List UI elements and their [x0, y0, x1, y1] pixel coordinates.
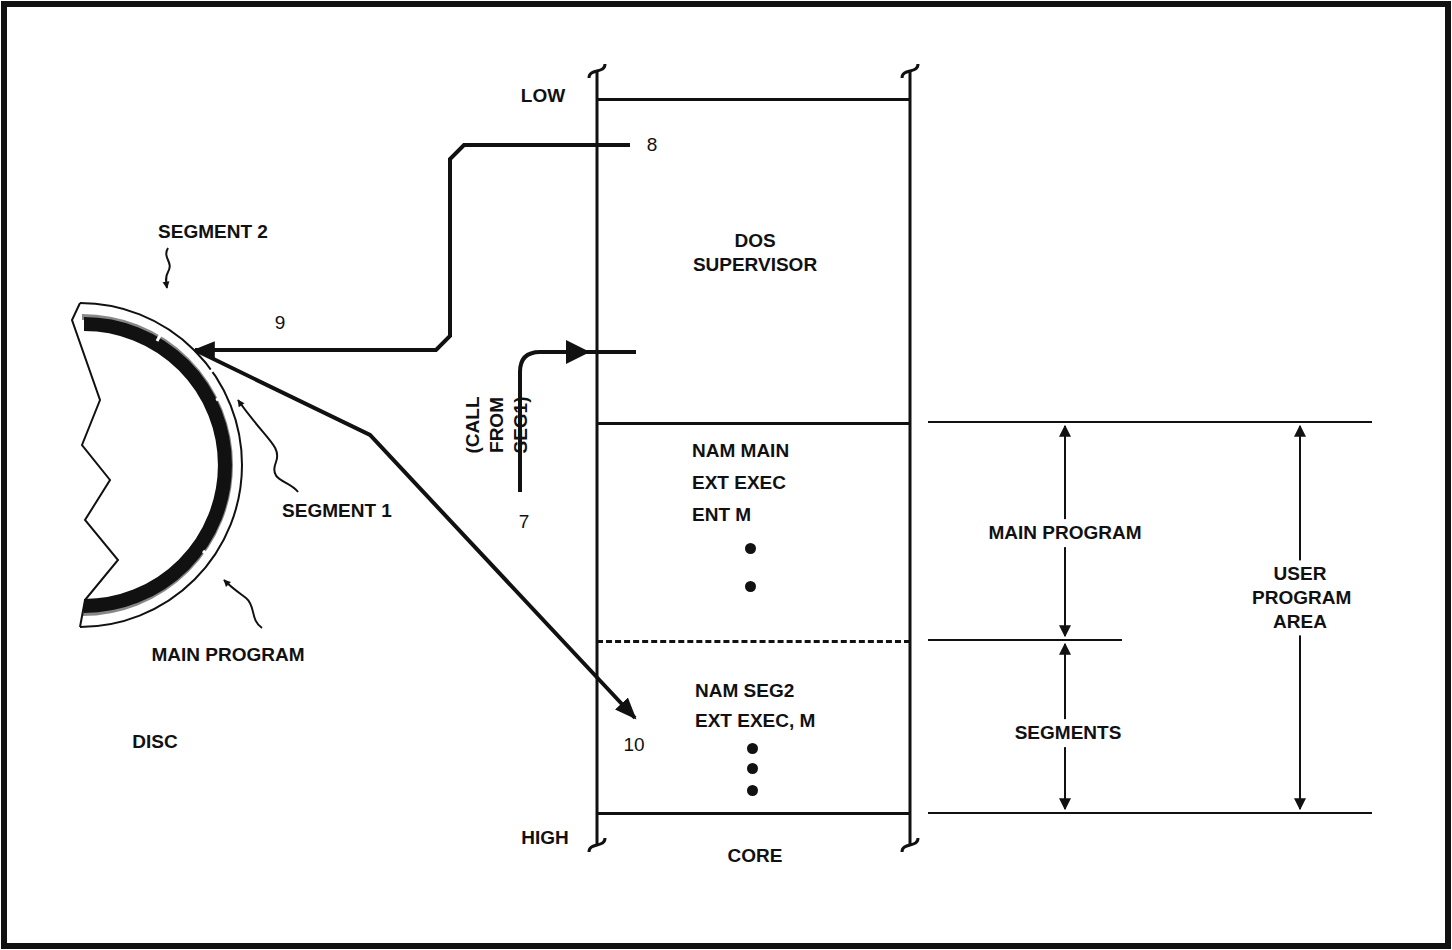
region-text: DOS SUPERVISOR	[685, 229, 825, 277]
part-label: MAIN PROGRAM	[984, 519, 1145, 547]
region-text: NAM SEG2	[695, 679, 794, 703]
region-text: EXT EXEC, M	[695, 709, 815, 733]
region-text: DISC	[132, 730, 177, 754]
call-arrowhead	[566, 340, 590, 364]
part-label: SEGMENT 1	[282, 499, 392, 523]
main-program-region: NAM MAIN EXT EXEC ENT M	[597, 422, 910, 640]
part-label: HIGH	[521, 826, 569, 850]
part-label: (CALL FROM SEG1)	[461, 370, 532, 480]
continuation-dot	[747, 743, 758, 754]
region-text: ENT M	[692, 503, 751, 527]
leader-line	[166, 248, 298, 628]
core-memory: COREDOS SUPERVISORNAM MAINEXT EXECENT MN…	[597, 70, 910, 845]
page-border	[4, 4, 1448, 946]
part-label: USER PROGRAM AREA	[1248, 560, 1352, 635]
region-text: NAM MAIN	[692, 439, 789, 463]
part-label: SEGMENT 2	[158, 220, 268, 244]
region-text: EXT EXEC	[692, 471, 786, 495]
callout-number: 7	[519, 510, 530, 534]
extent-bracket	[928, 422, 1372, 813]
core-column	[589, 64, 918, 852]
part-label: LOW	[521, 84, 565, 108]
segment-region: NAM SEG2EXT EXEC, M	[597, 640, 910, 815]
continuation-dot	[745, 543, 756, 554]
callout-number: 10	[623, 733, 644, 757]
disc: DISC	[60, 290, 250, 640]
continuation-dot	[747, 785, 758, 796]
part-label: MAIN PROGRAM	[151, 643, 304, 667]
continuation-dot	[747, 763, 758, 774]
continuation-dot	[745, 581, 756, 592]
region-text: CORE	[728, 844, 783, 868]
callout-number: 8	[647, 133, 658, 157]
transfer-arrow	[195, 145, 630, 350]
callout-number: 9	[275, 311, 286, 335]
part-label: SEGMENTS	[1011, 719, 1126, 747]
supervisor-region: DOS SUPERVISOR	[597, 98, 910, 422]
